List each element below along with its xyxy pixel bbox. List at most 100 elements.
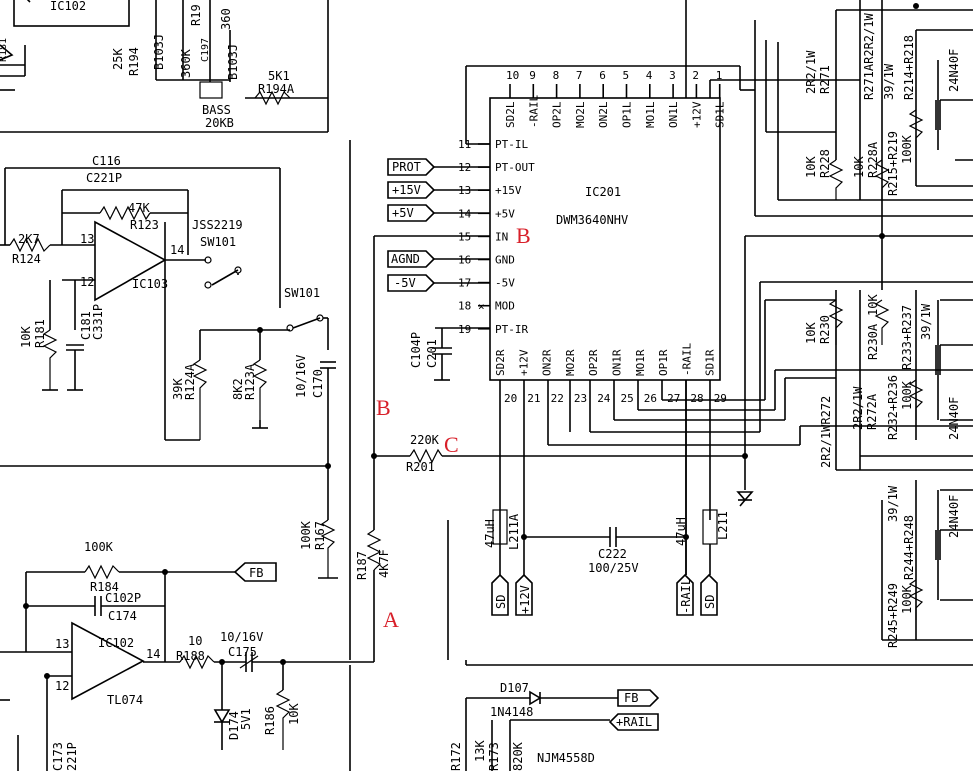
r228-ref: R228 [818, 149, 832, 178]
annotation-b-left: B [376, 395, 391, 420]
svg-text:PROT: PROT [392, 160, 421, 174]
svg-text:R181: R181 [0, 38, 9, 62]
r123-ref: R123 [130, 218, 159, 232]
pin-number: 3 [669, 69, 676, 82]
sw101-b: SW101 [284, 286, 320, 300]
r219: R215+R219 [886, 131, 900, 196]
pin-name: +12V [690, 101, 703, 128]
pin-name: ON2R [541, 349, 554, 376]
ic201-top-pins: 10SD2L9-RAIL8OP2L7MO2L6ON2L5OP1L4MO1L3ON… [504, 69, 727, 128]
ic201-pin-21: 21+12V [517, 349, 540, 405]
c175-ref: C175 [228, 645, 257, 659]
r271a: R271AR2R2/1W [862, 13, 876, 100]
r271-value: 2R2/1W [804, 50, 818, 94]
pin-number: 16 [458, 254, 471, 267]
pin-name: MO1L [644, 101, 657, 128]
pin-number: 22 [551, 392, 564, 405]
r271-ref: R271 [818, 65, 832, 94]
pin-name: OP1R [657, 349, 670, 376]
c221p: C221P [86, 171, 122, 185]
r228a-ref: R228A [866, 141, 880, 178]
ic201-pin-16: 16 GND [458, 254, 515, 267]
njm4558d: NJM4558D [537, 751, 595, 765]
pin-name: +5V [495, 207, 515, 220]
pin-name: SD2L [504, 101, 517, 128]
n39-a: 39/1W [882, 63, 896, 100]
pin-name: SD1L [714, 101, 727, 128]
r230-value: 10K [804, 322, 818, 344]
ic201-pin-14: 14 +5V [458, 207, 515, 220]
pin-name: -RAIL [527, 95, 540, 128]
c201: C201 [425, 339, 439, 368]
pin-number: 6 [599, 69, 606, 82]
pin-name: GND [495, 254, 515, 267]
pin-name: PT-OUT [495, 161, 535, 174]
pin-number: 12 [458, 161, 471, 174]
svg-text:SD: SD [494, 595, 508, 609]
pin-name: OP2R [587, 349, 600, 376]
r124a-ref: R124A [183, 363, 197, 400]
pin-name: SD2R [494, 349, 507, 376]
r167-value: 100K [299, 520, 313, 550]
d107: D107 [500, 681, 529, 695]
c197: C197 [200, 38, 211, 62]
c175-value: 10/16V [220, 630, 263, 644]
r181-ref: R181 [33, 319, 47, 348]
ic201-pin-28: 28-RAIL [680, 343, 703, 405]
n820: 820K [511, 741, 525, 771]
r249: R245+R249 [886, 583, 900, 648]
svg-text:-RAIL: -RAIL [679, 578, 693, 614]
pin-name: PT-IL [495, 138, 528, 151]
pin-name: OP1L [621, 101, 634, 128]
n360: 360 [219, 8, 233, 30]
ic102-top-label: IC102 [50, 0, 86, 13]
r167-ref: R167 [313, 521, 327, 550]
l211-value: 47uH [674, 517, 688, 546]
bass-value: 20KB [205, 116, 234, 130]
r230-ref: R230 [818, 315, 832, 344]
r184-value: 100K [84, 540, 114, 554]
pin-number: 5 [623, 69, 630, 82]
c173-label: C173 [51, 742, 65, 771]
pin-number: 28 [690, 392, 703, 405]
r194a-value: 5K1 [268, 69, 290, 83]
svg-text:+RAIL: +RAIL [616, 715, 652, 729]
pin-number: 24 [597, 392, 611, 405]
r228a-value: 10K [852, 156, 866, 178]
p12v-port: +12V [515, 573, 533, 616]
r218: R214+R218 [902, 35, 916, 100]
section-dividers [349, 140, 449, 771]
pin-name: PT-IR [495, 323, 528, 336]
input-network: R187 4K7F 220K R201 C104P C201 [355, 65, 973, 666]
r201-ref: R201 [406, 460, 435, 474]
pin-name: ON1R [611, 349, 624, 376]
sd-port-a: SD [491, 573, 509, 616]
pin-name: -5V [495, 277, 515, 290]
ic201-pin-9: 9-RAIL [527, 69, 540, 128]
r194a-ref: R194A [258, 82, 295, 96]
ic201-pin-2: 2+12V [690, 69, 703, 128]
c174: C174 [108, 609, 137, 623]
pin-name: ON1L [667, 101, 680, 128]
pin-number: 18 [458, 300, 471, 313]
ic102-ref: IC102 [98, 636, 134, 650]
bass-label: BASS [202, 103, 231, 117]
r124-value: 2K7 [18, 232, 40, 246]
ic102-section: 100K R184 C102P C174 IC102 TL074 13 12 1… [0, 540, 374, 771]
pin-number: 14 [458, 207, 472, 220]
annotation-a: A [383, 607, 399, 632]
svg-text:-5V: -5V [394, 276, 416, 290]
r194-value: 25K [111, 48, 125, 70]
r124a-value: 39K [171, 378, 185, 400]
